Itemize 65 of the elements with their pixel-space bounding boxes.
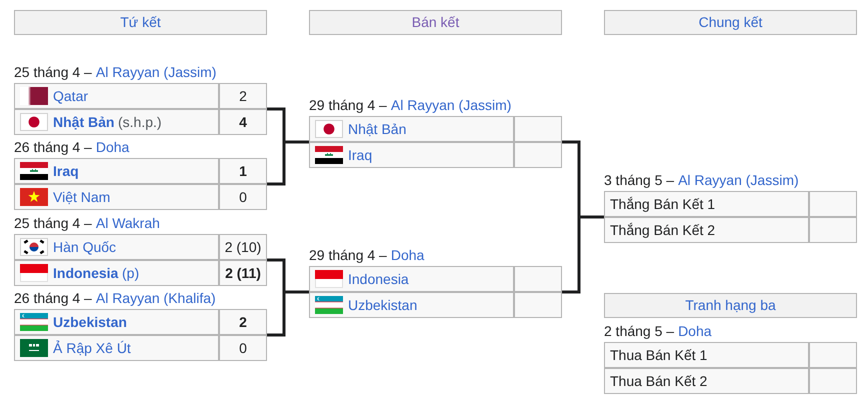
team-row [14, 335, 267, 361]
placeholder-text: Thắng Bán Kết 1 [610, 195, 716, 214]
bracket-line [562, 216, 604, 294]
score: 0 [238, 339, 248, 358]
placeholder-text: Thua Bán Kết 1 [610, 346, 708, 365]
team-row [309, 292, 562, 318]
team-name-link: Ả Rập Xê Út [53, 339, 131, 358]
team-name-link: Uzbekistan [53, 313, 127, 332]
team-row [14, 83, 267, 109]
match-date: 26 tháng 4 – [14, 139, 92, 155]
match-date: 25 tháng 4 – [14, 215, 92, 231]
bracket-line [267, 140, 309, 186]
score: 2 (11) [224, 264, 262, 283]
score: 2 [238, 87, 248, 106]
team-row [14, 158, 267, 184]
team-row [14, 184, 267, 210]
team-row [14, 260, 267, 286]
team-name-link: Hàn Quốc [53, 238, 116, 257]
venue-link: Al Rayyan (Khalifa) [96, 290, 216, 306]
team-row [14, 109, 267, 135]
match-date: 29 tháng 4 – [309, 247, 387, 263]
match-date: 26 tháng 4 – [14, 290, 92, 306]
match-date: 2 tháng 5 – [604, 323, 674, 339]
venue-link: Al Rayyan (Jassim) [96, 64, 216, 80]
placeholder-row [604, 342, 857, 368]
team-name-link: Uzbekistan [348, 296, 418, 315]
venue-link: Al Rayyan (Jassim) [678, 172, 799, 188]
venue-link: Al Rayyan (Jassim) [390, 97, 512, 113]
score: 4 [238, 113, 248, 132]
team-row [309, 142, 562, 168]
team-name-link: Nhật Bản [348, 120, 406, 139]
score: 2 (10) [224, 238, 262, 257]
team-row [309, 266, 562, 292]
placeholder-text: Thua Bán Kết 2 [610, 372, 708, 391]
placeholder-row [604, 191, 857, 217]
score: 2 [238, 313, 248, 332]
team-row [14, 234, 267, 260]
venue-link: Al Wakrah [96, 215, 160, 231]
score: 0 [238, 188, 248, 207]
team-name-link: Iraq [53, 162, 79, 181]
round-header: Tứ kết [14, 10, 267, 35]
note-link: (p) [122, 264, 140, 283]
note-text: (s.h.p.) [118, 113, 162, 132]
round-header: Chung kết [604, 10, 857, 35]
team-row [14, 309, 267, 335]
team-name-link: Nhật Bản [53, 113, 114, 132]
bracket-line [267, 290, 309, 336]
placeholder-row [604, 217, 857, 243]
team-name-link: Indonesia [53, 264, 118, 283]
team-row [309, 116, 562, 142]
placeholder-row [604, 368, 857, 394]
round-header: Bán kết [309, 10, 562, 35]
score: 1 [238, 162, 248, 181]
team-name-link: Qatar [53, 87, 88, 106]
team-name-link: Iraq [348, 146, 372, 165]
match-date: 25 tháng 4 – [14, 64, 92, 80]
match-date: 29 tháng 4 – [309, 97, 387, 113]
venue-link: Doha [390, 247, 424, 263]
match-date: 3 tháng 5 – [604, 172, 674, 188]
team-name-link: Indonesia [348, 270, 409, 289]
team-name-link: Việt Nam [53, 188, 110, 207]
round-header: Tranh hạng ba [604, 293, 857, 318]
venue-link: Doha [96, 139, 130, 155]
venue-link: Doha [678, 323, 712, 339]
placeholder-text: Thắng Bán Kết 2 [610, 221, 716, 240]
